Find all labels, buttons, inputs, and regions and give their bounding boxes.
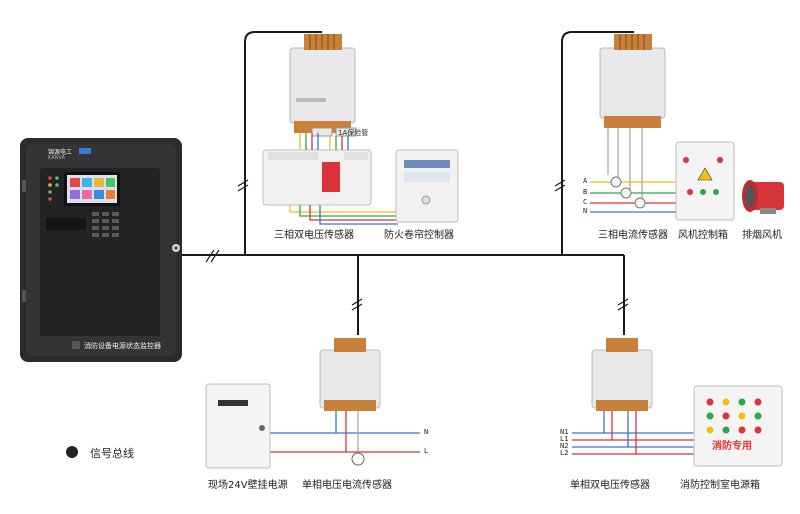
wire-label-n2: N2 (560, 442, 569, 450)
wire-label-l1: L1 (560, 435, 569, 443)
bus-break-marks (205, 179, 629, 311)
current-transformers (610, 176, 646, 209)
monitor-brand: 锦源电工 (48, 149, 73, 156)
label-single-phase-dual: 单相双电压传感器 (570, 480, 650, 491)
monitor-cabinet (20, 138, 182, 362)
label-fire-shutter: 防火卷帘控制器 (384, 230, 454, 241)
ats-wires (289, 133, 398, 225)
wire-label-c: C (583, 198, 588, 206)
wire-label-single-l: L (424, 447, 429, 455)
three-phase-current-sensor (599, 34, 666, 128)
signal-bus (178, 31, 634, 335)
smoke-exhaust-fan (742, 180, 784, 214)
fuse-label: 1A保险管 (338, 129, 369, 137)
label-three-phase-voltage: 三相双电压传感器 (274, 230, 354, 241)
single-phase-wires (270, 411, 420, 455)
single-phase-vc-sensor (319, 338, 381, 411)
legend-bus-dot (66, 446, 78, 458)
label-fire-room-box: 消防控制室电源箱 (680, 480, 760, 491)
fire-room-sign: 消防专用 (712, 441, 752, 452)
label-field-power: 现场24V壁挂电源 (208, 480, 288, 491)
fire-shutter-controller (395, 149, 459, 223)
legend-bus-label: 信号总线 (90, 447, 134, 460)
transfer-switch (262, 127, 372, 206)
wire-label-b: B (583, 188, 588, 196)
wire-label-a: A (583, 177, 588, 185)
three-phase-voltage-sensor (289, 34, 356, 133)
field-24v-power-supply (205, 383, 271, 469)
current-transformer-single (351, 452, 365, 466)
monitor-brand-sub: KANVA (48, 155, 65, 161)
label-three-phase-current: 三相电流传感器 (598, 230, 668, 241)
wire-label-n1: N1 (560, 428, 569, 436)
label-smoke-fan: 排烟风机 (742, 230, 782, 241)
brand-badge (79, 148, 91, 154)
fan-control-box (675, 141, 735, 221)
wire-label-n: N (583, 207, 588, 215)
wire-label-single-n: N (424, 428, 429, 436)
single-phase-dual-voltage-sensor (591, 338, 653, 411)
wire-label-l2: L2 (560, 449, 569, 457)
fire-room-power-box (693, 385, 783, 467)
dual-voltage-wires (572, 411, 694, 455)
monitor-name: 消防设备电源状态监控器 (84, 342, 161, 350)
label-single-phase-vc: 单相电压电流传感器 (302, 480, 392, 491)
label-fan-box: 风机控制箱 (678, 230, 728, 241)
